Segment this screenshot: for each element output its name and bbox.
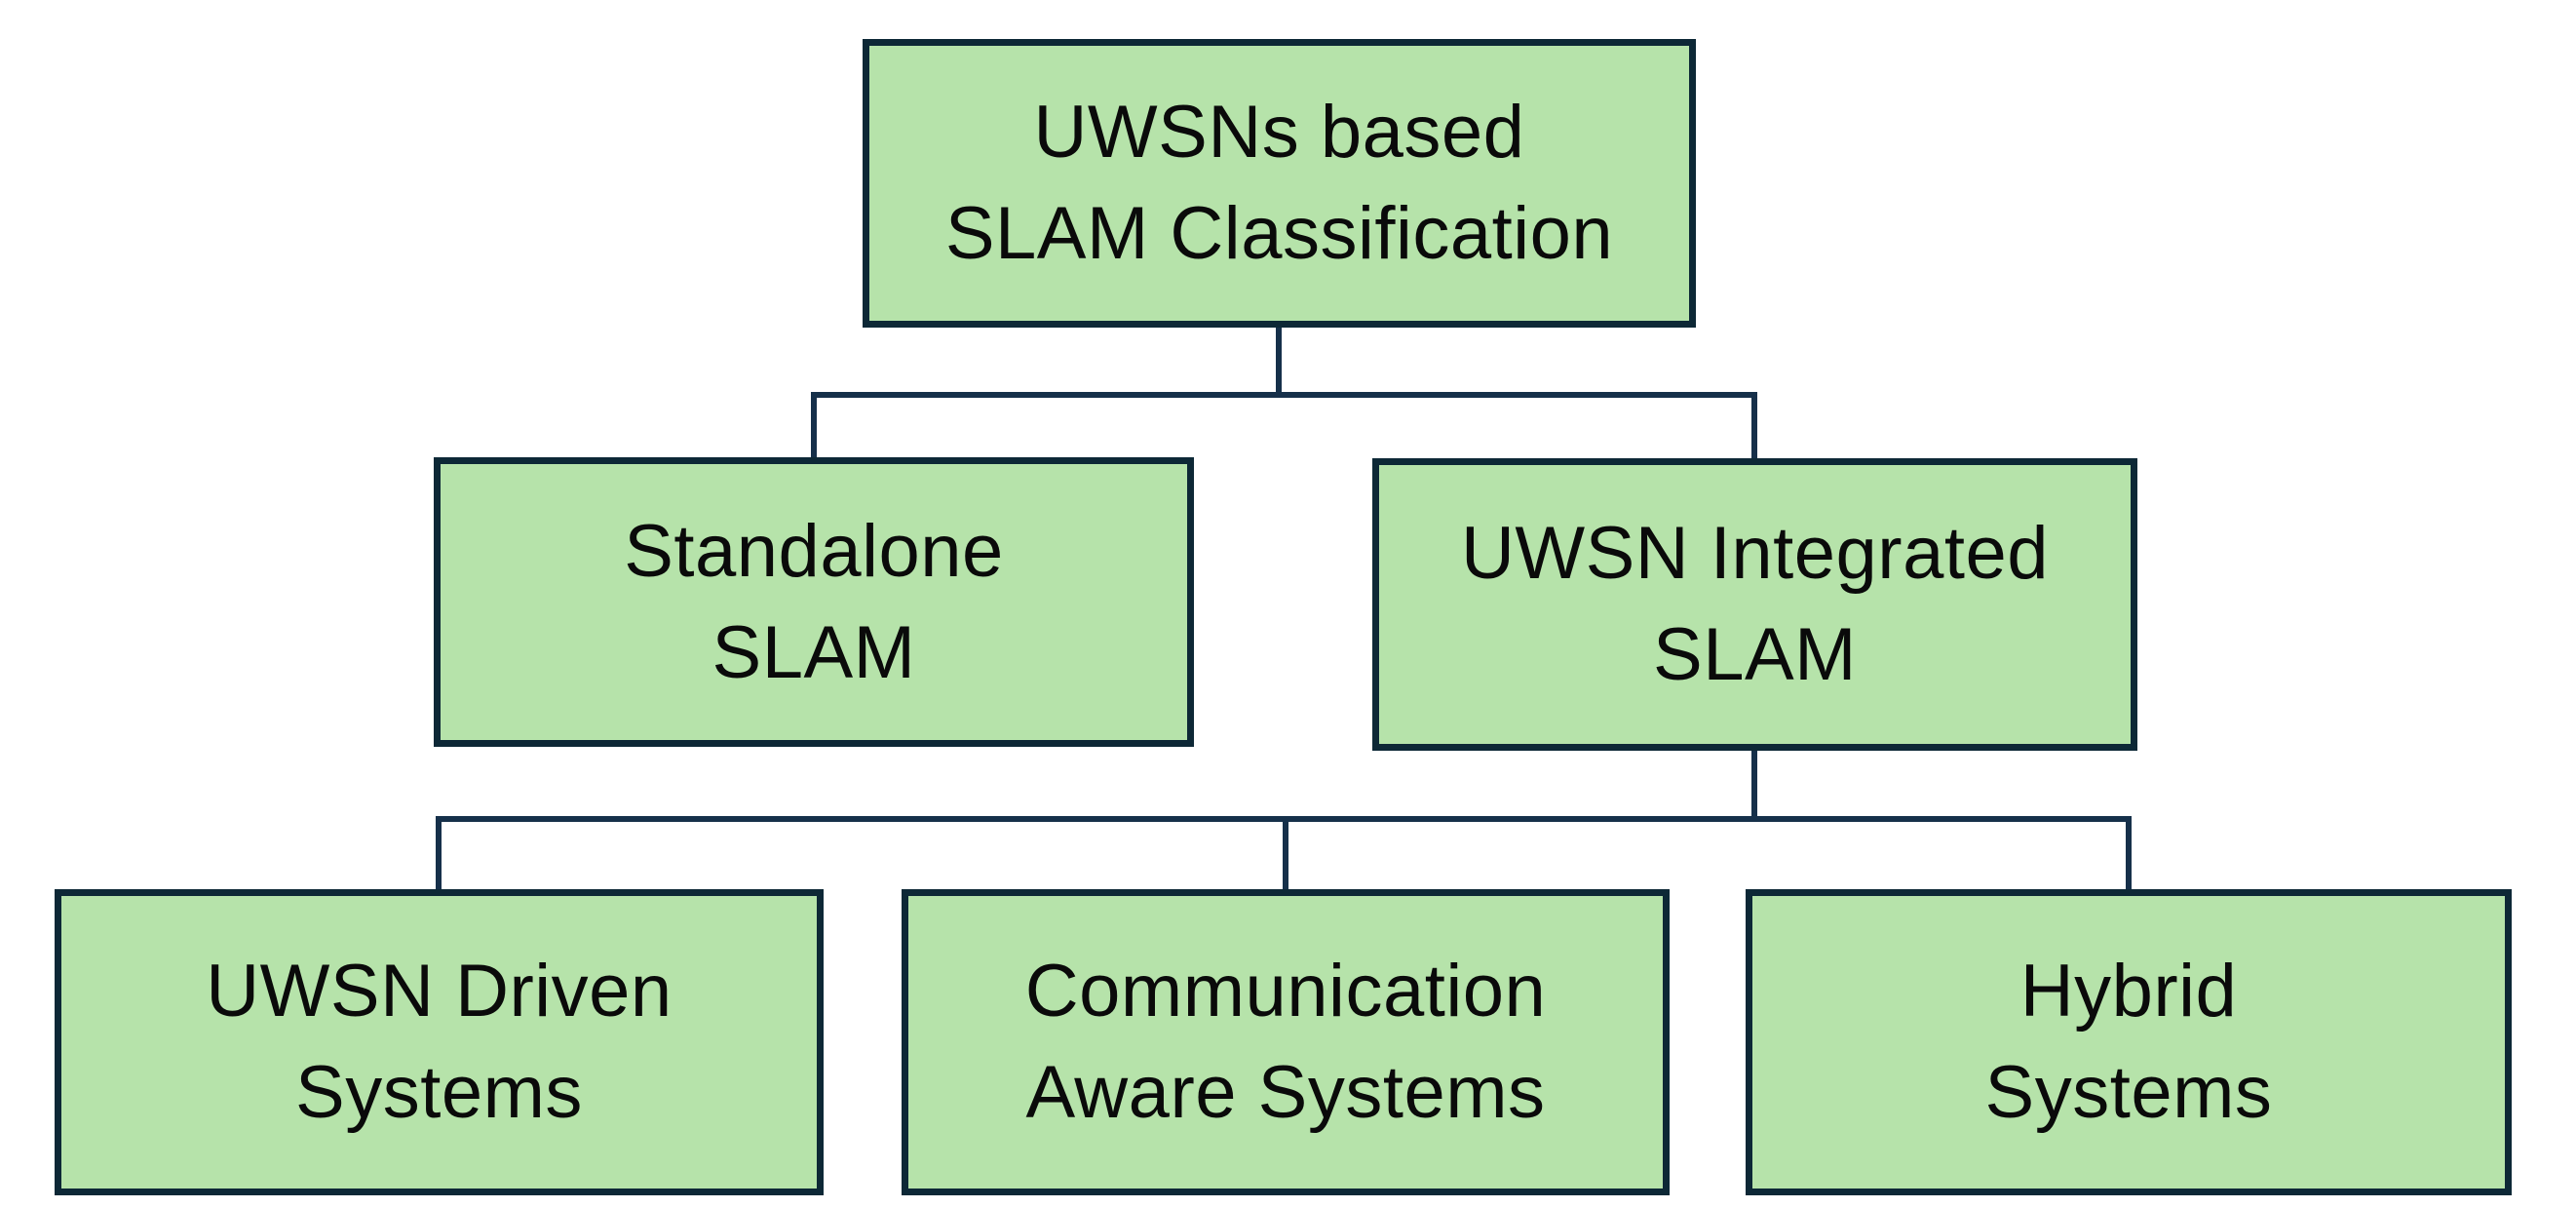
node-communication-aware-systems: Communication Aware Systems <box>902 889 1670 1195</box>
connector-level2-bus <box>811 392 1757 398</box>
node-label-line: Standalone <box>624 509 1004 593</box>
node-uwsn-integrated-slam: UWSN Integrated SLAM <box>1372 458 2137 751</box>
node-hybrid-systems: Hybrid Systems <box>1746 889 2512 1195</box>
node-uwsn-driven-systems: UWSN Driven Systems <box>55 889 824 1195</box>
node-label-line: Systems <box>295 1051 583 1134</box>
node-label-line: Systems <box>1984 1051 2273 1134</box>
connector-integrated-stem <box>1751 751 1757 822</box>
node-label-line: UWSN Integrated <box>1460 512 2050 595</box>
node-label-line: UWSN Driven <box>206 950 673 1033</box>
connector-hybrid-drop <box>2126 816 2132 889</box>
node-label-line: SLAM <box>1653 613 1857 696</box>
node-uwsns-based-slam-classification: UWSNs based SLAM Classification <box>863 39 1696 328</box>
connector-standalone-drop <box>811 392 817 457</box>
connector-driven-drop <box>436 816 442 889</box>
node-label-line: Aware Systems <box>1025 1051 1546 1134</box>
node-label-line: SLAM <box>711 610 916 694</box>
node-standalone-slam: Standalone SLAM <box>434 457 1194 747</box>
node-label-line: UWSNs based <box>1033 91 1525 174</box>
node-label-line: Hybrid <box>2019 950 2238 1033</box>
connector-root-stem <box>1276 328 1282 398</box>
node-label-line: Communication <box>1024 950 1547 1033</box>
connector-comm-drop <box>1283 816 1288 889</box>
connector-integrated-drop <box>1751 392 1757 458</box>
node-label-line: SLAM Classification <box>944 192 1614 275</box>
